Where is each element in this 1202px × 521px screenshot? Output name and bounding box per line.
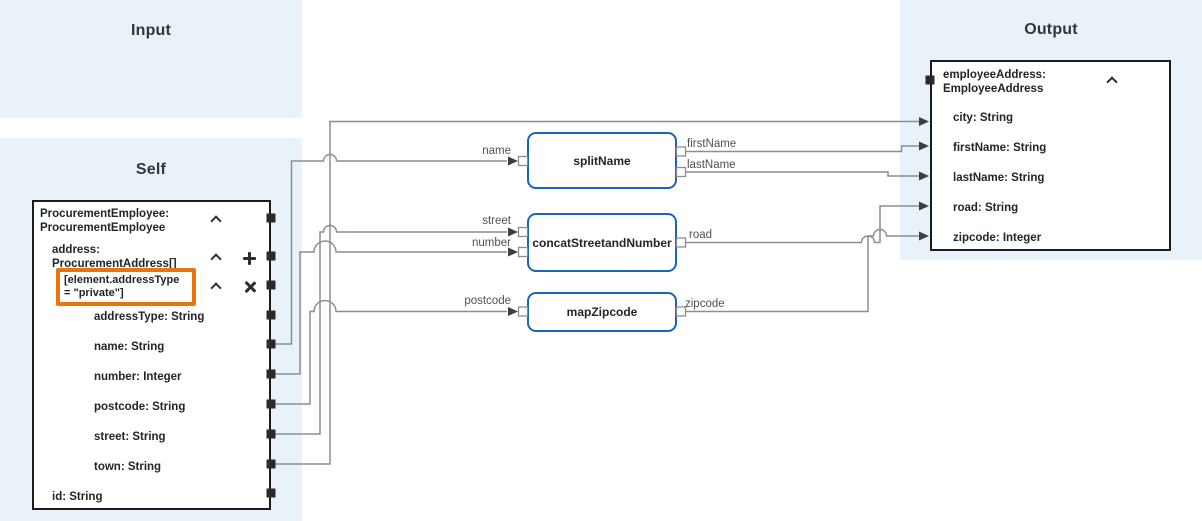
input-panel: Input (0, 0, 302, 118)
tree-node-address-filter[interactable]: [element.addressType = "private"] (56, 268, 196, 306)
tree-node-address[interactable]: address: ProcurementAddress[] (52, 244, 177, 270)
port-label-number: number (472, 237, 511, 249)
port-label-street: street (482, 215, 512, 227)
port-label-firstname: firstName (687, 138, 736, 150)
tree-field-city[interactable]: city: String (953, 112, 1014, 124)
connection-road-output[interactable] (685, 201, 929, 244)
connection-number-concat[interactable] (271, 240, 518, 375)
port-label-name: name (482, 145, 511, 157)
tree-field-postcode[interactable]: postcode: String (94, 401, 186, 413)
input-panel-title: Input (130, 22, 172, 39)
chevron-up-icon[interactable] (1106, 76, 1118, 88)
close-icon[interactable] (244, 281, 256, 293)
function-node-mapzipcode[interactable]: mapZipcode (527, 292, 677, 332)
connection-zipcode-output[interactable] (685, 228, 929, 313)
tree-field-number[interactable]: number: Integer (94, 371, 182, 383)
connection-postcode-mapzipcode[interactable] (271, 299, 518, 405)
function-label: splitName (573, 153, 631, 168)
port-label-road: road (689, 229, 712, 241)
output-panel-title: Output (1024, 21, 1078, 38)
tree-field-lastname[interactable]: lastName: String (953, 172, 1045, 184)
function-label: mapZipcode (566, 305, 638, 319)
tree-field-name[interactable]: name: String (94, 341, 165, 353)
output-schema-box: employeeAddress: EmployeeAddress city: S… (930, 60, 1171, 251)
connection-lastname-output[interactable] (685, 171, 929, 181)
self-schema-box: ProcurementEmployee: ProcurementEmployee… (32, 200, 271, 510)
function-node-concatstreetandnumber[interactable]: concatStreetandNumber (527, 213, 677, 272)
tree-field-addresstype[interactable]: addressType: String (94, 311, 205, 323)
self-panel-title: Self (135, 161, 167, 178)
port-splitname-out-lastname[interactable] (675, 166, 687, 178)
tree-field-firstname[interactable]: firstName: String (953, 142, 1047, 154)
port-label-postcode: postcode (464, 295, 511, 307)
connection-name-splitname[interactable] (271, 153, 518, 345)
tree-field-id[interactable]: id: String (52, 491, 103, 503)
function-node-splitname[interactable]: splitName (527, 132, 677, 189)
port-label-zipcode: zipcode (685, 298, 725, 310)
function-label: concatStreetandNumber (532, 235, 672, 250)
tree-field-town[interactable]: town: String (94, 461, 162, 473)
chevron-up-icon[interactable] (210, 282, 222, 294)
port-mapzipcode-out-zipcode[interactable] (675, 306, 687, 317)
tree-field-road[interactable]: road: String (953, 202, 1019, 214)
chevron-up-icon[interactable] (210, 253, 222, 265)
connection-street-concat[interactable] (271, 224, 518, 435)
tree-field-zipcode[interactable]: zipcode: Integer (953, 232, 1042, 244)
chevron-up-icon[interactable] (210, 215, 222, 227)
tree-node-procurement-employee[interactable]: ProcurementEmployee: ProcurementEmployee (40, 208, 170, 234)
port-label-lastname: lastName (687, 159, 736, 171)
connection-firstname-output[interactable] (685, 141, 929, 153)
port-splitname-out-firstname[interactable] (675, 146, 687, 157)
tree-field-street[interactable]: street: String (94, 431, 166, 443)
tree-node-employee-address[interactable]: employeeAddress: EmployeeAddress (943, 69, 1046, 95)
port-concat-out-road[interactable] (675, 237, 687, 248)
plus-icon[interactable] (243, 252, 256, 265)
